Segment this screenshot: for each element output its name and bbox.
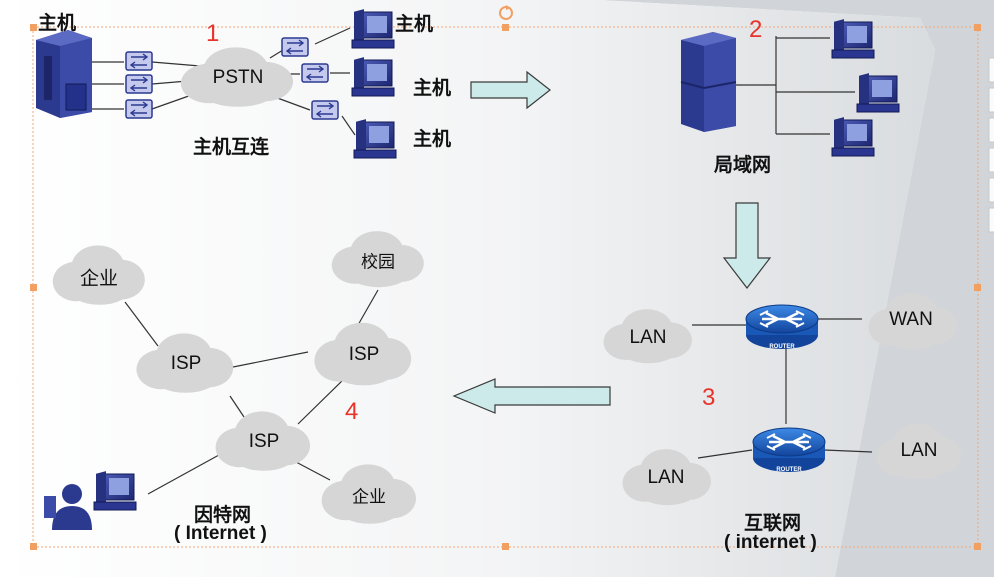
router-label: ROUTER	[769, 344, 795, 350]
host-server-icon	[36, 30, 92, 118]
arrow-left-icon	[452, 378, 611, 414]
step-number-2: 2	[749, 16, 763, 43]
panel1-caption: 主机互连	[193, 137, 270, 158]
panel2-caption: 局域网	[714, 155, 772, 176]
panel4-caption-sub: ( Internet )	[174, 523, 267, 544]
host-label: 主机	[395, 14, 434, 35]
panel3-caption: 互联网	[744, 513, 802, 534]
campus-label: 校园	[361, 252, 395, 272]
side-panel-tabs[interactable]	[988, 57, 994, 233]
isp-label: ISP	[170, 353, 202, 374]
panel3-caption-sub: ( internet )	[724, 532, 817, 553]
wan-label: WAN	[889, 309, 933, 330]
panel1-host-interconnect	[36, 8, 551, 159]
pc-icon	[351, 8, 397, 159]
host-label: 主机	[413, 78, 452, 99]
step-number-1: 1	[206, 20, 220, 47]
host-label: 主机	[413, 129, 452, 150]
panel3-internet: ROUTER ROUTER	[452, 293, 962, 506]
panel4-internet	[44, 231, 424, 530]
slide-shadow-shape	[600, 0, 994, 577]
lan-label: LAN	[647, 467, 685, 488]
lan-label: LAN	[900, 440, 938, 461]
lan-label: LAN	[629, 327, 667, 348]
host-label: 主机	[38, 13, 77, 34]
lan-server-icon	[680, 32, 737, 132]
rotate-handle-icon[interactable]	[499, 5, 513, 20]
step-number-3: 3	[702, 384, 716, 411]
isp-label: ISP	[348, 344, 380, 365]
enterprise-label: 企业	[79, 268, 119, 290]
panel2-lan	[680, 18, 900, 289]
selection-handles[interactable]	[30, 24, 981, 550]
isp-label: ISP	[248, 431, 280, 452]
user-workstation-icon	[44, 470, 137, 530]
arrow-down-icon	[722, 202, 772, 289]
pstn-label: PSTN	[212, 67, 264, 88]
panel4-caption: 因特网	[194, 505, 252, 526]
router-label: ROUTER	[776, 467, 802, 473]
router-icon	[744, 303, 820, 351]
enterprise-label: 企业	[352, 487, 386, 507]
step-number-4: 4	[345, 398, 359, 425]
router-icon	[751, 426, 827, 474]
arrow-right-icon	[470, 70, 551, 110]
